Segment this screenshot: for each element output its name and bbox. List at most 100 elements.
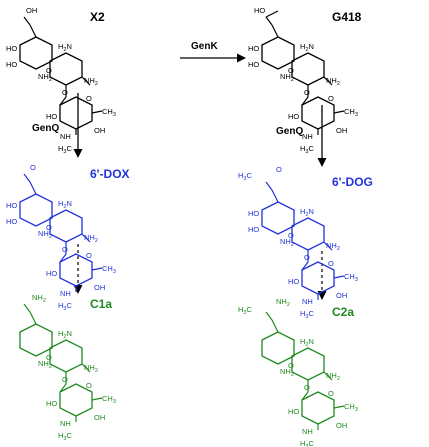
ring-1: [291, 52, 325, 86]
atom-oh-top: OH: [26, 6, 37, 15]
atom-o_c: O: [86, 251, 92, 260]
bond: [265, 16, 273, 26]
atom-oh_c: OH: [336, 126, 347, 135]
atom-h3c: H3C: [300, 439, 314, 447]
atom-nh2_a: NH2: [38, 229, 52, 240]
atom-oh_c: OH: [94, 413, 105, 422]
atom-ch3: CH3: [102, 264, 116, 275]
atom-ho_b: HO: [6, 217, 17, 226]
atom-nh2_b: NH2: [84, 233, 98, 244]
compound-name: X2: [90, 10, 105, 24]
bond: [265, 311, 273, 321]
atom-ho_c: HO: [288, 112, 299, 121]
atom-o_link: O: [288, 231, 294, 240]
ring-0: [19, 323, 53, 357]
atom-h3c-top: H3C: [238, 171, 252, 182]
atom-h2n_b: H2N: [300, 42, 314, 53]
atom-o_c: O: [328, 389, 334, 398]
atom-o_link: O: [288, 361, 294, 370]
atom-o-top: O: [276, 165, 282, 174]
atom-h2n_b: H2N: [58, 199, 72, 210]
ring-0: [19, 36, 53, 70]
ring-0: [261, 331, 295, 365]
compound-name: 6'-DOG: [332, 175, 373, 189]
atom-nh2_b: NH2: [326, 76, 340, 87]
atom-h3c: H3C: [300, 144, 314, 155]
atom-ho_a: HO: [248, 44, 259, 53]
atom-nh2_b: NH2: [84, 76, 98, 87]
ring-2: [301, 391, 335, 425]
ring-1: [291, 217, 325, 251]
atom-nh: NH: [60, 132, 71, 141]
atom-h2n_b: H2N: [58, 329, 72, 340]
bond: [81, 76, 91, 86]
ring-2: [59, 96, 93, 130]
bond: [23, 303, 31, 313]
atom-oh_c: OH: [336, 421, 347, 430]
atom-o_c: O: [86, 94, 92, 103]
ring-0: [261, 36, 295, 70]
genq-left-label: GenQ: [32, 123, 59, 134]
atom-nh2_b: NH2: [326, 241, 340, 252]
ring-1: [49, 339, 83, 373]
atom-ho_c: HO: [46, 112, 57, 121]
atom-h2n_b: H2N: [300, 337, 314, 348]
atom-ho_b: HO: [248, 225, 259, 234]
ring-1: [49, 52, 83, 86]
atom-ho_b: HO: [6, 60, 17, 69]
bond: [29, 24, 37, 38]
bond: [333, 405, 345, 409]
atom-ho_c: HO: [46, 269, 57, 278]
genk-label: GenK: [191, 41, 218, 52]
compound-name: 6'-DOX: [90, 167, 130, 181]
compound-name: G418: [332, 10, 362, 24]
atom-nh: NH: [60, 419, 71, 428]
atom-nh2_a: NH2: [280, 237, 294, 248]
bond: [301, 261, 309, 271]
ring-0: [261, 201, 295, 235]
atom-ch3: CH3: [344, 402, 358, 413]
atom-ho_a: HO: [6, 201, 17, 210]
atom-h2n_b: H2N: [58, 42, 72, 53]
bond: [91, 397, 103, 401]
bond: [323, 371, 333, 381]
bond: [91, 110, 103, 114]
atom-o_link: O: [46, 66, 52, 75]
atom-h3c: H3C: [58, 301, 72, 312]
bond: [23, 173, 31, 183]
atom-o_link: O: [46, 223, 52, 232]
atom-h3c: H3C: [58, 431, 72, 442]
atom-nh2_b: NH2: [326, 371, 340, 382]
bond: [81, 233, 91, 243]
atom-ho_a: HO: [6, 44, 17, 53]
atom-ho_c: HO: [46, 399, 57, 408]
atom-ho_c: HO: [288, 407, 299, 416]
bond: [333, 275, 345, 279]
bond: [323, 76, 333, 86]
ring-2: [301, 96, 335, 130]
bond: [333, 110, 345, 114]
atom-o_link: O: [46, 353, 52, 362]
atom-ch3: CH3: [102, 107, 116, 118]
atom-h3c: H3C: [58, 144, 72, 155]
bond: [23, 16, 31, 26]
atom-nh2_a: NH2: [280, 72, 294, 83]
ring-2: [59, 253, 93, 287]
atom-h3c: H3C: [300, 309, 314, 320]
bond: [81, 363, 91, 373]
atom-o_c: O: [328, 259, 334, 268]
bond: [271, 24, 279, 38]
bond: [59, 96, 67, 106]
atom-nh: NH: [60, 289, 71, 298]
compound-name: C2a: [332, 305, 354, 319]
atom-ch3: CH3: [344, 272, 358, 283]
ring-0: [19, 193, 53, 227]
atom-ho-top: HO: [254, 6, 265, 15]
atom-oh_c: OH: [336, 291, 347, 300]
atom-o_b: O: [304, 383, 310, 392]
